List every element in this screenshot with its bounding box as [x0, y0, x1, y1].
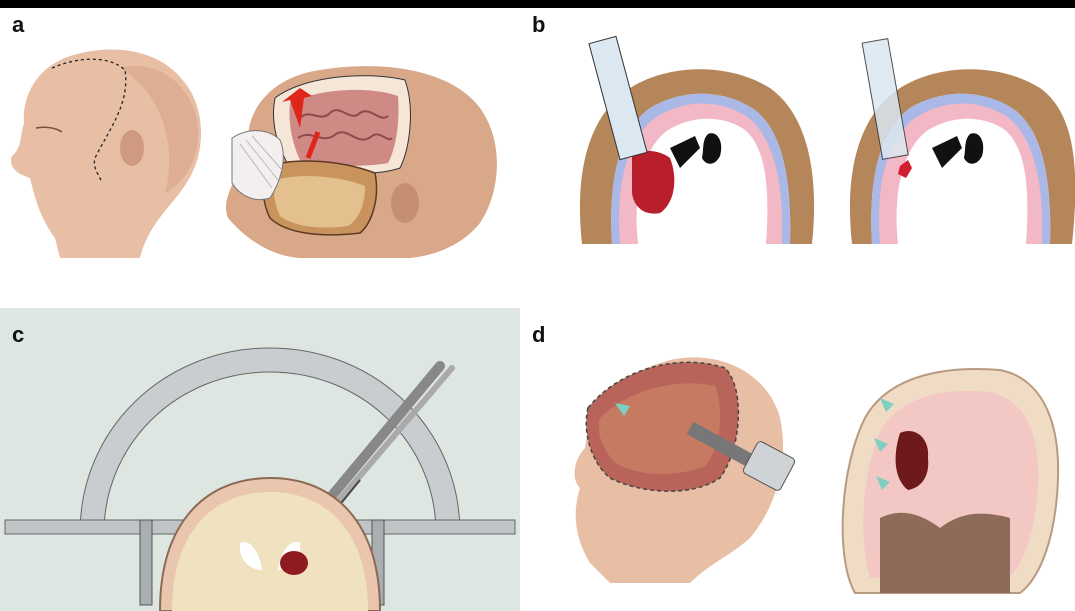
- panel-a-illustration: [11, 49, 497, 259]
- top-border: [0, 0, 1075, 8]
- brain-section-left: [579, 35, 815, 244]
- brain-axial-section: [158, 476, 382, 611]
- panel-label-b: b: [532, 12, 546, 37]
- panel-label-c: c: [12, 322, 25, 347]
- coronal-section-with-hematoma: [841, 368, 1060, 594]
- brain-section-right: [850, 38, 1075, 244]
- panel-c: c: [0, 308, 520, 611]
- head-left-illustration: [11, 49, 202, 259]
- panel-d-illustration: [574, 357, 1060, 594]
- panel-b-illustration: [579, 35, 1075, 244]
- panel-a: a: [0, 8, 520, 304]
- panel-d: d: [520, 308, 1075, 611]
- panel-c-illustration: [4, 347, 516, 611]
- panel-label-d: d: [532, 322, 546, 347]
- head-endoscopic-evacuation: [574, 357, 796, 583]
- panel-label-a: a: [12, 12, 25, 37]
- panel-b: b: [520, 8, 1075, 304]
- head-right-craniotomy: [226, 66, 497, 258]
